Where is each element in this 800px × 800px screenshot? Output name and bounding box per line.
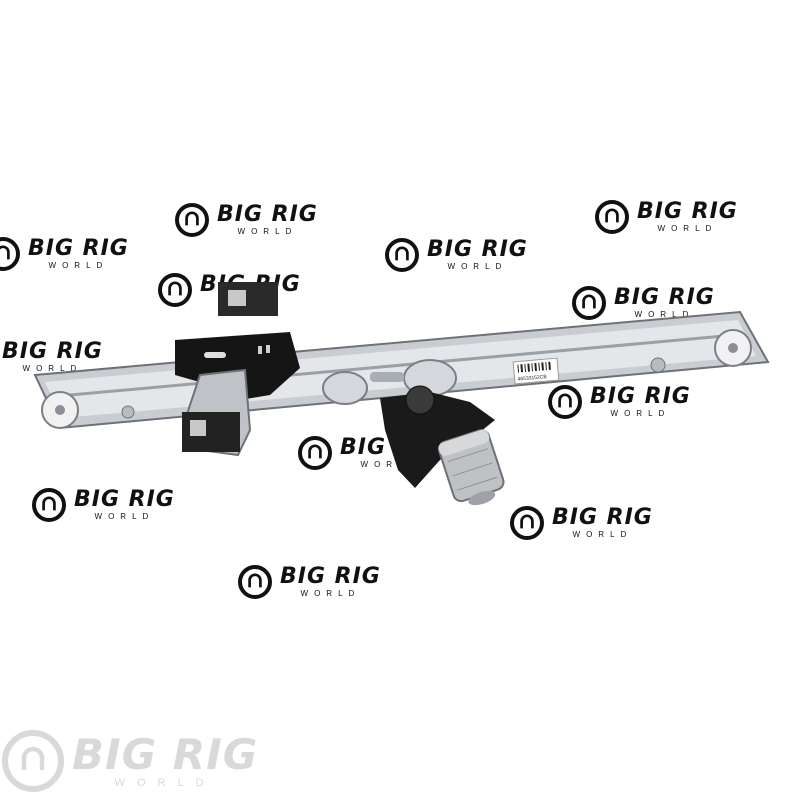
watermark-text: BIG RIG [217,202,318,227]
logo-icon [175,203,209,237]
watermark-subtext: WORLD [657,224,718,233]
logo-icon [572,286,606,320]
logo-icon [2,730,64,792]
logo-icon [595,200,629,234]
bottom-watermark-text: BIG RIG [72,729,259,779]
watermark-text: BIG RIG [614,285,715,310]
watermark-text: BIG RIG [637,199,738,224]
watermark-subtext: WORLD [360,460,421,469]
watermark-text: BIG RIG [590,384,691,409]
watermark-subtext: WORLD [447,262,508,271]
watermark-text: BIG RIG [552,505,653,530]
watermark-subtext: WORLD [634,310,695,319]
logo-icon [32,488,66,522]
watermark-text: BIG RIG [2,339,103,364]
watermark-subtext: WORLD [22,364,83,373]
logo-icon [510,506,544,540]
watermark-subtext: WORLD [48,261,109,270]
logo-icon [548,385,582,419]
watermark-text: BIG RIG [280,564,381,589]
watermark-subtext: WORLD [610,409,671,418]
watermark-subtext: WORLD [300,589,361,598]
watermark-subtext: WORLD [572,530,633,539]
logo-icon [298,436,332,470]
bottom-watermark-subtext: WORLD [114,776,216,789]
logo-icon [0,237,20,271]
watermark-text: BIG RIG [28,236,129,261]
watermark-text: BIG RIG [427,237,528,262]
logo-icon [238,565,272,599]
logo-icon [385,238,419,272]
watermark-subtext: WORLD [237,227,298,236]
watermark-subtext: WORLD [94,512,155,521]
watermark-text: BIG RIG [74,487,175,512]
logo-icon [158,273,192,307]
part-number-label: 46533152CB [517,374,547,383]
